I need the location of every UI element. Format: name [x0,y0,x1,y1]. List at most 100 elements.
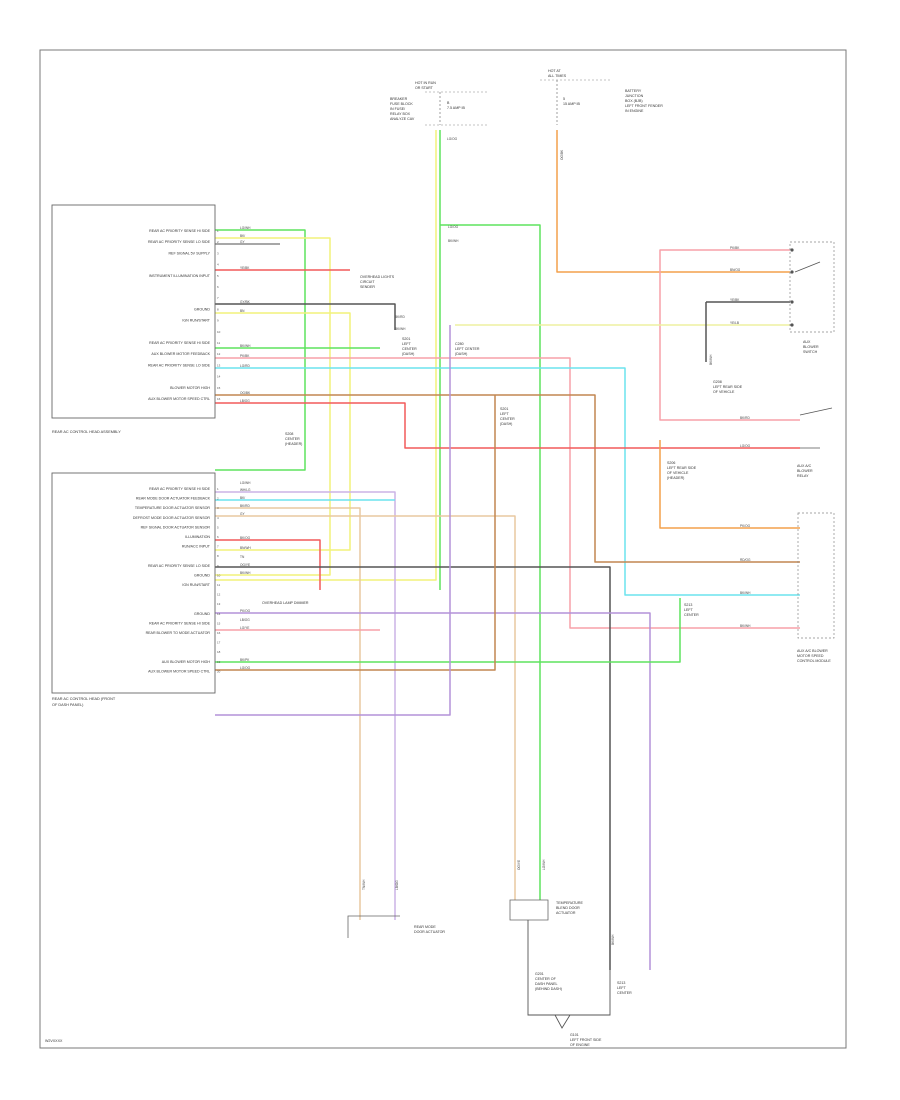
wire-code-label: BK/ [240,234,245,238]
front-module-pin-label: IGN RUN/START [182,583,210,587]
front-module-pin-number: 10 [217,573,221,577]
rear-mode-door-2: DOOR ACTUATOR [414,930,445,934]
front-module-pin-number: 11 [217,583,220,587]
splice-mid-2: LEFT [500,412,510,416]
gb2-3: CENTER [684,613,699,617]
hot-all-side-3: BOX (BJB) [625,99,643,103]
front-module-pin-number: 14 [217,612,221,616]
rear-module-pin-label: REAR AC PRIORITY SENSE LO SIDE [148,240,211,244]
wire-code-label: LG/RD [240,364,250,368]
rear-module-pin-label: INSTRUMENT ILLUMINATION INPUT [149,274,211,278]
s208-2: CENTER [285,437,300,441]
aux-switch-label-2: BLOWER [803,345,819,349]
aux-switch-label-3: SWITCH [803,350,818,354]
front-module-pin-label: DEFROST MODE DOOR ACTUATOR SENSOR [133,516,210,520]
hot-run-side-5: ANALYZE CAV [390,117,415,121]
wire-code-label: BK/OG [240,536,251,540]
rear-control-module [51,204,216,419]
wire-f-lavender [215,491,396,920]
aux-splice-s206: S206 LEFT REAR SIDE OF VEHICLE (HEADER) [667,461,697,480]
hot-run-side-1: BREAKER [390,97,408,101]
wire-code-label: LG/OG [740,444,751,448]
wire-r-yellow-2 [215,312,351,551]
front-module-pin-number: 9 [217,564,219,568]
front-control-module [51,472,216,694]
wire-code-label-vertical: LB/OG [395,880,399,890]
rear-module-pin-label: REF SIGNAL 5V SUPPLY [168,251,210,255]
wire-code-label: LG/OG [240,666,251,670]
hot-all-title-2: ALL TIMES [548,74,567,78]
rear-module-pin-number: 8 [217,307,219,311]
aux-blower-motor-module: AUX A/C BLOWER MOTOR SPEED CONTROL MODUL… [797,512,835,663]
front-module-pin-number: 12 [217,593,221,597]
rear-module-pin-number: 16 [217,397,221,401]
g101-1: G101 [570,1033,579,1037]
aux-blower-switch: AUX BLOWER SWITCH [789,241,835,354]
wire-f-orange-tan [215,515,516,900]
front-module-pin-label: REAR AC PRIORITY SENSE HI SIDE [149,487,210,491]
g201-4: (BEHIND DASH) [535,987,562,991]
temp-actuator-1: TEMPERATURE [556,901,583,905]
hot-all-title-1: HOT AT [548,69,561,73]
wire-code-label: LG/YE [240,626,249,630]
rear-module-caption: REAR AC CONTROL HEAD ASSEMBLY [52,430,121,434]
temp-actuator-2: BLEND DOOR [556,906,580,910]
splice-right-4: (DASH) [402,352,414,356]
hot-run-title-1: HOT IN RUN [415,81,436,85]
aux-motor-label-3: CONTROL MODULE [797,659,831,663]
rear-module-pin-number: 2 [217,240,219,244]
rear-module-pin-label: REAR AC PRIORITY SENSE HI SIDE [149,229,210,233]
aux-relay-label-1: AUX A/C [797,464,812,468]
wire-orange-hot-all [556,130,790,273]
temp-actuator-3: ACTUATOR [556,911,576,915]
wire-code-label: BK/WH [740,624,751,628]
overhead-mid-label: OVERHEAD LAMP DIMMER [262,601,309,605]
front-module-pin-label: RUN/ACC INPUT [182,545,211,549]
splice-right-1: S201 [402,337,410,341]
wire-code-label: PK/OG [240,609,251,613]
wire-code-label: BK/WH [395,327,406,331]
splice-mid: S201 LEFT CENTER (DASH) [500,407,515,426]
wire-r-pink-3 [215,357,800,629]
aux-relay-label-2: BLOWER [797,469,813,473]
wire-code-label: TN [240,555,245,559]
wire-code-label: BK/PK [240,658,250,662]
s208-3: (HEADER) [285,442,302,446]
front-module-pin-number: 2 [217,497,219,501]
overhead-top-3: SENDER [360,285,375,289]
overhead-top-1: OVERHEAD LIGHTS [360,275,395,279]
diagram-id: W2VXXXX [45,1039,63,1043]
wire-f-black [215,566,611,970]
hot-run-title-2: OR START [415,86,434,90]
wire-code-label: YE/BK [730,298,740,302]
rear-module-pin-number: 4 [217,263,219,267]
g208-3: OF VEHICLE [713,390,735,394]
hot-run-side-4: RELAY BOX [390,112,411,116]
rear-module-pin-number: 9 [217,319,219,323]
s206-1: S206 [667,461,675,465]
front-module-pin-number: 6 [217,535,219,539]
rear-module-pin-number: 6 [217,285,219,289]
wire-r-red [215,402,800,449]
gb2-1: S213 [684,603,692,607]
wire-orange-to-motor [659,440,800,529]
front-module-pin-label: REF SIGNAL DOOR ACTUATOR SENSOR [141,525,211,529]
wire-code-label: BK/ [240,496,245,500]
front-module-pin-number: 19 [217,660,221,664]
wire-pink-aux [659,249,800,421]
aux-switch-label-1: AUX [803,340,811,344]
rear-module-pin-label: IGN RUN/START [182,319,210,323]
front-module-pin-number: 7 [217,545,219,549]
rear-module-pin-number: 13 [217,363,221,367]
front-module-pin-label: AUX BLOWER MOTOR HIGH [162,660,211,664]
c280-3: (DASH) [455,352,467,356]
front-module-pin-label: REAR MODE DOOR ACTUATOR FEEDBACK [136,497,211,501]
front-module-pin-number: 18 [217,650,221,654]
front-module-caption-1: REAR AC CONTROL HEAD (FRONT [52,697,116,701]
front-module-pin-label: AUX BLOWER MOTOR SPEED CTRL [148,669,210,673]
splice-right-3: CENTER [402,347,417,351]
front-module-pin-label: REAR BLOWER TO MODE ACTUATOR [146,631,211,635]
front-module-pin-label: TEMPERATURE DOOR ACTUATOR SENSOR [135,506,210,510]
